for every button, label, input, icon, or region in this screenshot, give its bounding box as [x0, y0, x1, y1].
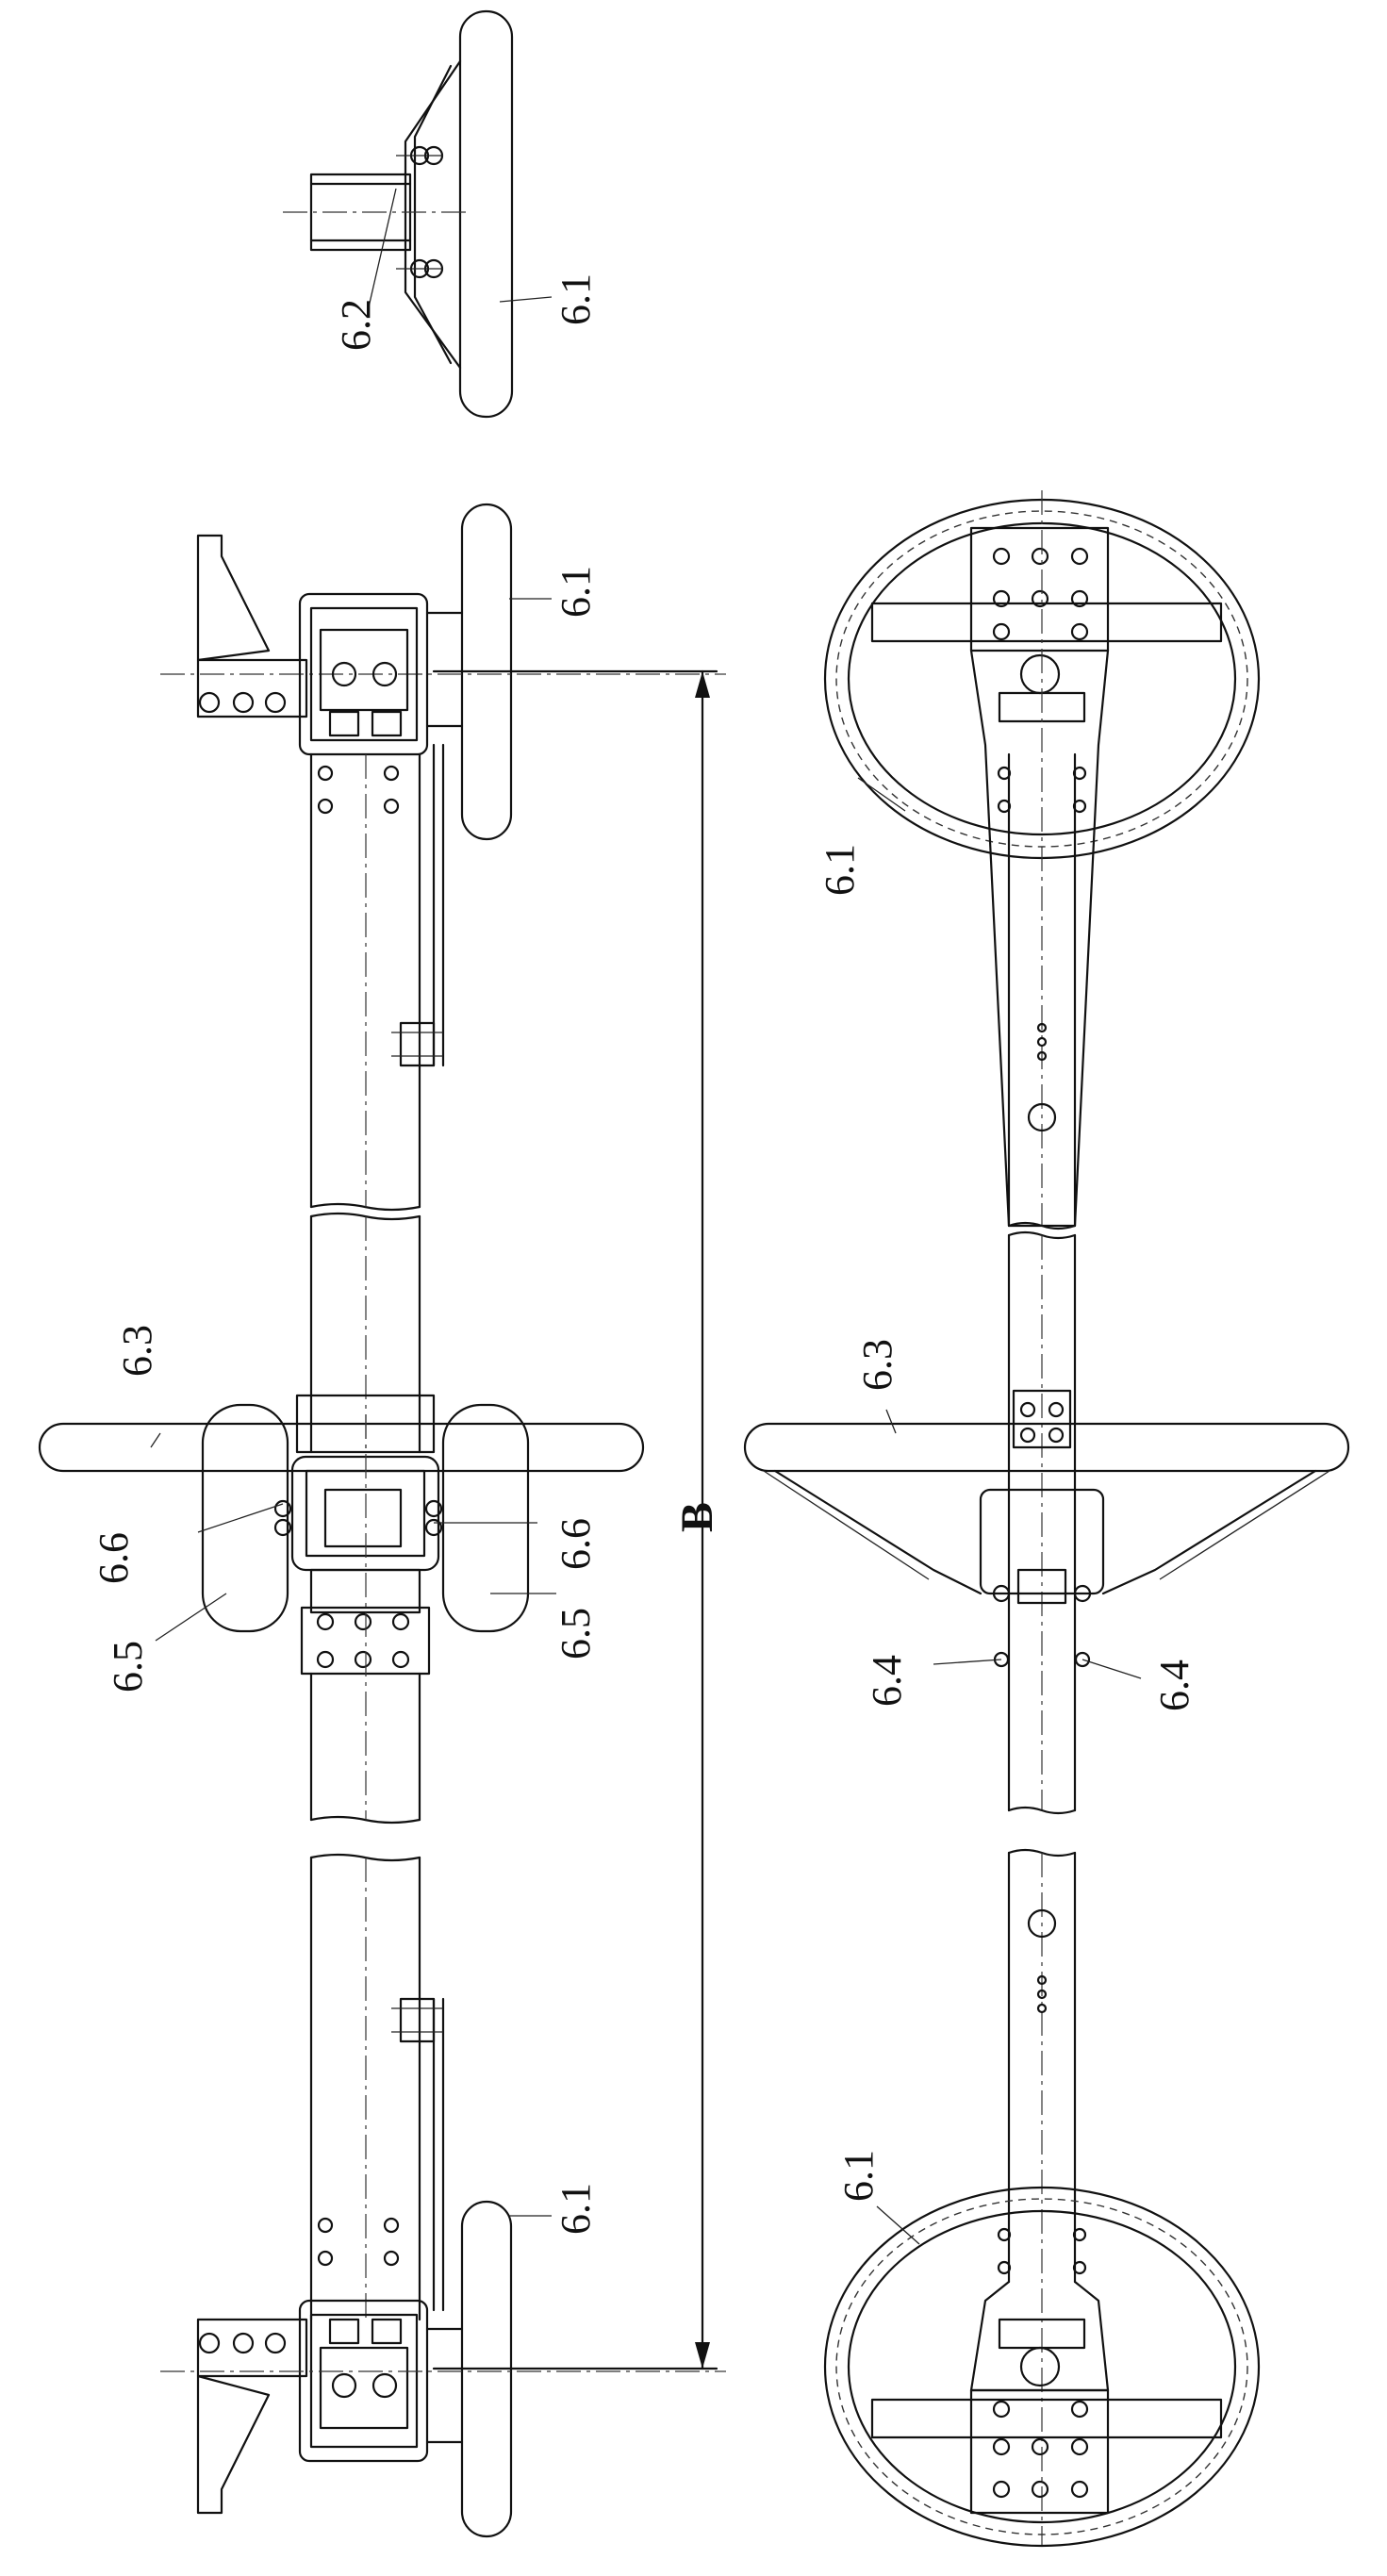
label-right-lower-wheel: 6.1: [835, 2150, 882, 2202]
dimension-b: [432, 669, 718, 2370]
label-side-handle: 6.1: [553, 273, 599, 325]
right-lower-hub: [1019, 2346, 1061, 2387]
label-right-upper-wheel: 6.1: [817, 844, 863, 896]
right-view: [743, 490, 1350, 2548]
right-center-bar: [743, 1422, 1350, 1473]
left-pad-lower: [441, 1403, 530, 1633]
label-left-clamp-upper: 6.6: [91, 1532, 137, 1584]
left-pad-upper: [201, 1403, 289, 1633]
right-lower-wheel-outer: [823, 2186, 1261, 2548]
label-left-center-bar: 6.3: [114, 1325, 160, 1377]
left-upper-clamp-box: [298, 592, 429, 756]
side-view-top: [283, 9, 553, 419]
label-right-center-bar: 6.3: [854, 1339, 900, 1391]
label-left-pad-upper: 6.5: [105, 1641, 151, 1693]
label-left-pad-lower: 6.5: [553, 1608, 599, 1660]
left-lower-clamp-box: [298, 2299, 429, 2463]
right-lower-plate: [969, 2388, 1110, 2515]
left-lower-bracket: [196, 2318, 308, 2378]
label-left-lower-handle: 6.1: [553, 2183, 599, 2235]
left-upper-bracket: [196, 534, 271, 662]
label-dimension-b: B: [672, 1502, 722, 1532]
label-side-bolt: 6.2: [333, 299, 379, 351]
side-view-bracket: [404, 59, 462, 370]
left-center-bar: [38, 1422, 645, 1473]
right-center-clamp: [979, 1488, 1105, 1595]
label-right-bolt-right: 6.4: [1151, 1660, 1197, 1711]
label-left-clamp-lower: 6.6: [553, 1518, 599, 1570]
right-upper-hole: [1027, 1102, 1057, 1132]
side-view-handle: [458, 9, 514, 419]
left-view: [38, 503, 726, 2538]
right-upper-plate: [969, 526, 1110, 652]
label-right-bolt-left: 6.4: [864, 1655, 910, 1707]
right-upper-hub: [1019, 653, 1061, 695]
right-lower-hole: [1027, 1908, 1057, 1939]
label-left-upper-handle: 6.1: [553, 566, 599, 618]
right-center-block: [1012, 1389, 1072, 1449]
